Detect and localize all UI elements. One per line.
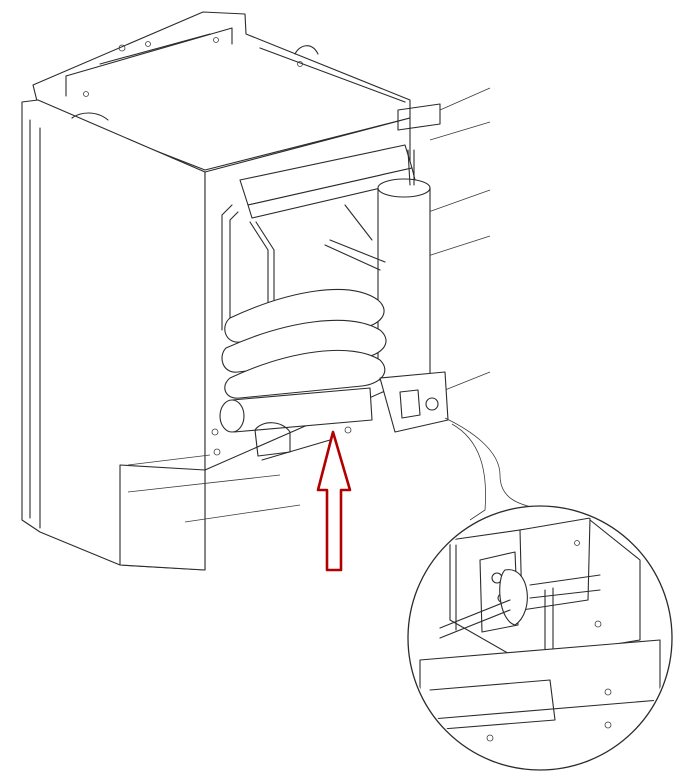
callout-arrow: [316, 430, 352, 572]
burner-assembly: [211, 371, 449, 461]
refrigerator-cabinet: [21, 11, 441, 571]
magnifier-connector: [444, 417, 546, 521]
cooling-unit-coils: [219, 144, 431, 433]
burner-detail-magnifier: [407, 505, 673, 771]
